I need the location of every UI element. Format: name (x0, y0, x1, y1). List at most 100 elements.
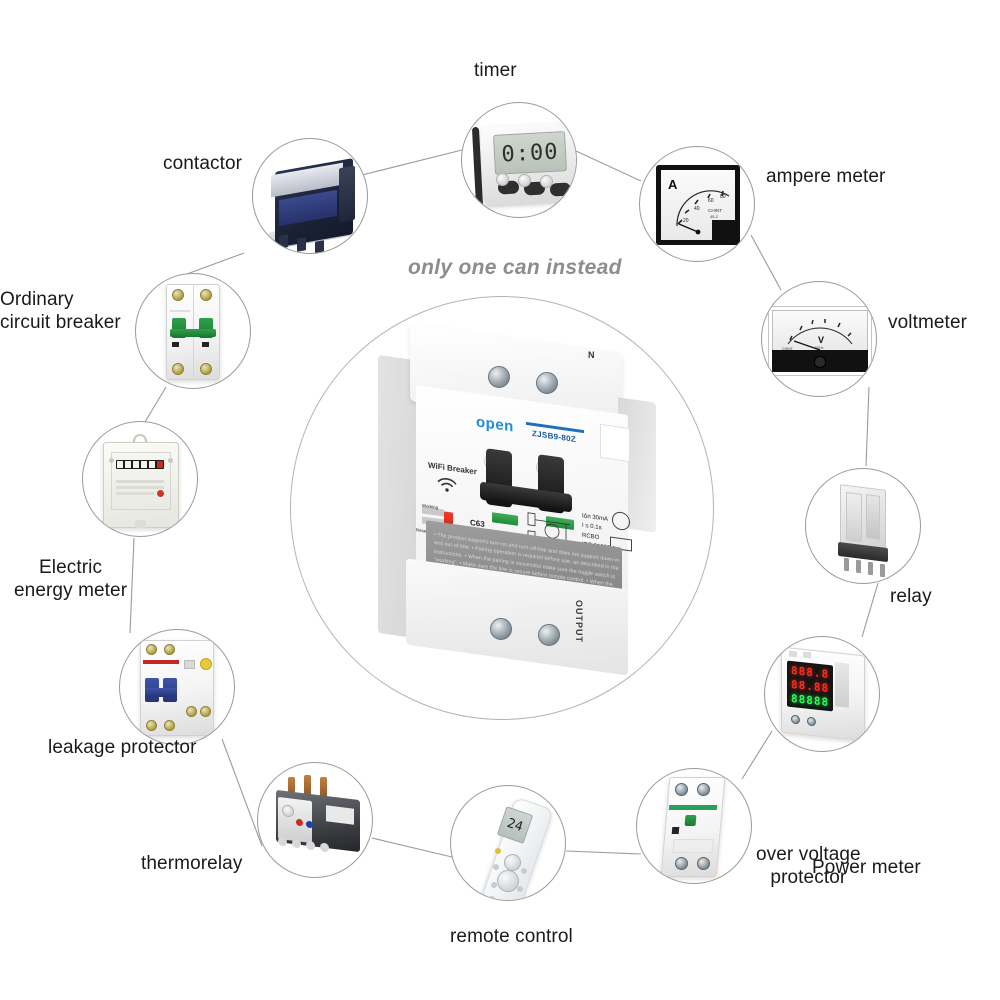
timer-screen: 0:00 (493, 131, 567, 175)
node-remote-control[interactable]: 24 (450, 785, 566, 901)
em-nameplate-line-2 (116, 486, 164, 489)
svg-text:60: 60 (708, 198, 714, 204)
node-contactor[interactable] (252, 138, 368, 254)
relay-coil (846, 492, 862, 542)
timer-art: 0:00 (462, 103, 576, 217)
node-timer[interactable]: 0:00 (461, 102, 577, 218)
remote-temperature: 24 (505, 815, 525, 835)
ovp-status-window (684, 815, 697, 826)
label-leakage-protector: leakage protector (48, 737, 197, 758)
remote-mode-dial[interactable] (497, 870, 519, 892)
lp-terminal-top-1 (146, 644, 157, 655)
remote-button-1[interactable] (493, 864, 499, 870)
em-seal-right (168, 458, 173, 463)
node-electric-energy-meter[interactable] (82, 421, 198, 537)
ampere-meter-art: A 20 40 60 80 CHINT 45-2 (640, 147, 754, 261)
timer-knob-3[interactable] (540, 175, 553, 188)
contactor-art (253, 139, 367, 253)
relay-pin-3 (868, 561, 873, 576)
lp-terminal-bottom-1 (146, 720, 157, 731)
ovp-rating-plate (672, 839, 714, 853)
contactor-pin-1 (279, 234, 288, 249)
em-nameplate-line-3 (116, 492, 154, 495)
terminal-screw-top-1 (488, 366, 510, 388)
node-ordinary-circuit-breaker[interactable] (135, 273, 251, 389)
remote-button-5[interactable] (489, 896, 495, 900)
em-digit-3 (133, 461, 139, 468)
timer-knob-1[interactable] (496, 173, 509, 186)
ampere-meter-corner (712, 220, 736, 241)
remote-button-4[interactable] (517, 886, 523, 892)
em-digit-1 (117, 461, 123, 468)
ocb-window-2 (202, 342, 209, 347)
output-marking: OUTPUT (574, 600, 584, 643)
ocb-terminal-bottom-2 (200, 363, 212, 375)
power-meter-terminal-2 (807, 716, 816, 727)
em-terminal-cover (135, 520, 146, 528)
lp-test-button[interactable] (200, 658, 212, 670)
ocb-toggle-bar[interactable] (170, 329, 216, 337)
remote-button-2[interactable] (521, 868, 527, 874)
thermorelay-terminal-2 (292, 838, 301, 849)
lp-brand-stripe (143, 660, 179, 664)
svg-text:50Hz: 50Hz (815, 346, 824, 350)
leakage-protector-art (120, 630, 234, 744)
relay-pin-1 (844, 557, 849, 572)
power-meter-clip-2 (803, 651, 811, 659)
neutral-marking: N (588, 350, 595, 360)
thermorelay-label-plate (326, 805, 354, 825)
remote-button-6[interactable] (511, 900, 517, 901)
lp-terminal-bottom-4 (200, 706, 211, 717)
thermorelay-terminal-1 (278, 836, 287, 847)
em-hanger (133, 434, 147, 443)
hub-ring (290, 296, 714, 720)
lp-terminal-bottom-3 (186, 706, 197, 717)
thermorelay-contact-1 (288, 777, 295, 799)
ovp-terminal-bottom-2 (697, 857, 710, 870)
over-voltage-protector-art (637, 769, 751, 883)
relay-pin-4 (880, 563, 885, 578)
ocb-terminal-bottom-1 (172, 363, 184, 375)
label-remote-control: remote control (450, 926, 573, 947)
node-thermorelay[interactable] (257, 762, 373, 878)
electric-energy-meter-art (83, 422, 197, 536)
ovp-terminal-bottom-1 (675, 857, 688, 870)
relay-art (806, 469, 920, 583)
node-voltmeter[interactable]: V 50Hz CHINT (761, 281, 877, 397)
node-power-meter[interactable]: 888.8 88.88 88888 (764, 636, 880, 752)
svg-text:V: V (818, 335, 824, 345)
thermorelay-contact-2 (304, 775, 311, 799)
terminal-screw-bottom-1 (490, 618, 512, 640)
ocb-label-line (170, 310, 190, 312)
voltmeter-case (768, 306, 872, 376)
thermorelay-terminal-4 (320, 842, 329, 853)
node-over-voltage-protector[interactable] (636, 768, 752, 884)
ocb-terminal-top-2 (200, 289, 212, 301)
svg-text:40: 40 (694, 206, 700, 212)
voltmeter-adjust-screw[interactable] (814, 356, 826, 368)
label-power-meter: Power meter (812, 857, 921, 878)
ocb-terminal-top-1 (172, 289, 184, 301)
ampere-scale: 20 40 60 80 CHINT 45-2 (676, 190, 730, 235)
node-relay[interactable] (805, 468, 921, 584)
label-voltmeter: voltmeter (888, 312, 968, 333)
timer-knob-2[interactable] (518, 174, 531, 187)
ovp-test-button[interactable] (671, 827, 680, 834)
relay-pin-2 (856, 559, 861, 574)
em-nameplate-line-1 (116, 480, 164, 483)
remote-button-3[interactable] (491, 882, 497, 888)
node-leakage-protector[interactable] (119, 629, 235, 745)
power-meter-vent (835, 662, 849, 708)
lp-toggle-bar[interactable] (145, 688, 177, 697)
svg-text:CHINT: CHINT (782, 347, 794, 351)
thermorelay-terminal-3 (306, 840, 315, 851)
timer-button-3[interactable] (549, 182, 572, 197)
node-ampere-meter[interactable]: A 20 40 60 80 CHINT 45-2 (639, 146, 755, 262)
wifi-breaker-device[interactable]: N open ZJSB9-80Z WiFi Breaker Working (360, 322, 660, 682)
label-thermorelay: thermorelay (141, 853, 243, 874)
thermorelay-reset-button[interactable] (296, 818, 303, 827)
voltmeter-scale: V 50Hz CHINT (782, 319, 853, 351)
thermorelay-stop-button[interactable] (306, 820, 313, 829)
remote-power-button[interactable] (504, 854, 521, 871)
